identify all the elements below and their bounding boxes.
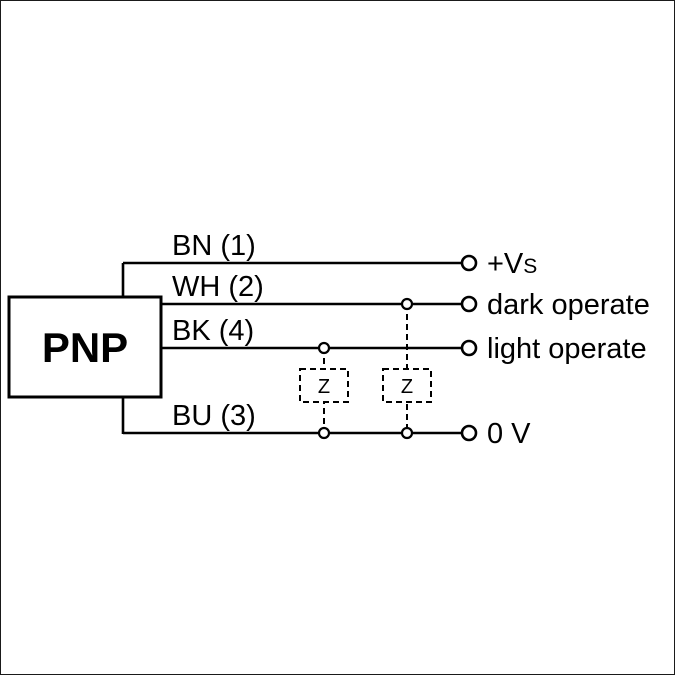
node-bu-load2 [400,426,414,440]
load2-box [382,368,432,403]
terminal-label-vs-main: +V [487,248,524,280]
load1-label: Z [318,376,330,398]
terminal-circle-dark-operate [460,295,478,313]
terminal-label-0v: 0 V [487,418,531,450]
terminal-circle-vs [460,254,478,272]
terminal-circle-light-operate [460,339,478,357]
terminal-label-vs: +VS [487,248,537,280]
load1-box [299,368,349,403]
terminal-label-light-operate: light operate [487,333,647,365]
terminal-circle-0v [460,424,478,442]
node-bu-load1 [317,426,331,440]
wire-bn-label: BN (1) [172,230,256,262]
wire-bu-label: BU (3) [172,400,256,432]
wire-wh-label: WH (2) [172,271,264,303]
load2-label: Z [401,376,413,398]
node-wh-load2 [400,297,414,311]
wire-bk-label: BK (4) [172,315,254,347]
device-box [7,295,163,399]
device-label: PNP [42,324,128,371]
node-bk-load1 [317,341,331,355]
terminal-label-vs-sub: S [523,255,537,278]
terminal-label-dark-operate: dark operate [487,289,650,321]
